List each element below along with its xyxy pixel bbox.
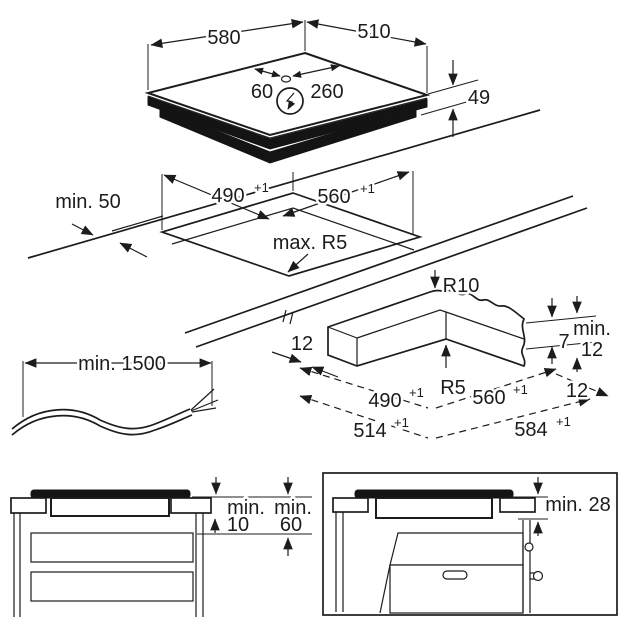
- lightning-icon: [285, 92, 296, 110]
- worktop-edge-line-2: [184, 195, 574, 334]
- hob-width-label: 580: [207, 27, 240, 49]
- cable-line-top: [11, 408, 191, 430]
- corner-cutout-width-label: 490: [368, 390, 401, 412]
- gap-hob-value-label: 10: [227, 514, 249, 536]
- cutout-corner-radius-label: max. R5: [273, 232, 347, 254]
- cutout-width-label: 490: [211, 185, 244, 207]
- dim-line-cutout-560: [282, 171, 410, 217]
- cutout-depth-label: 560: [317, 186, 350, 208]
- cable-line-bottom: [11, 414, 193, 436]
- hob-body-section-2: [375, 497, 493, 519]
- inner-radius-label: R5: [440, 377, 466, 399]
- counter-right-section: [170, 497, 212, 514]
- cable-wire-2: [190, 399, 219, 412]
- front-clearance-arrow-2: [119, 242, 148, 258]
- oven-installation-view: min. 28: [322, 472, 618, 616]
- frame-width-tol: +1: [394, 415, 409, 430]
- hob-glass-section-2: [354, 489, 514, 499]
- oven-left-edge: [379, 564, 391, 614]
- clearance-word-label: min.: [573, 318, 611, 340]
- overlap-right-label: 12: [566, 380, 588, 402]
- corner-cutout-width-tol: +1: [409, 385, 424, 400]
- worktop-edge-line-3: [195, 207, 588, 348]
- dash-dim-490: [299, 366, 429, 409]
- corner-cutout-depth-tol: +1: [513, 382, 528, 397]
- oven-clearance-label: min. 28: [545, 494, 611, 516]
- frame-depth-tol: +1: [556, 414, 571, 429]
- counter-left-section-2: [332, 497, 369, 513]
- dash-dim-560: [435, 367, 557, 409]
- drawer-installation-view: min. 10 min. 60: [10, 477, 314, 617]
- dim-line-cutout-490: [163, 174, 270, 220]
- frame-corner-piece: [327, 289, 526, 368]
- counter-right-section-2: [499, 497, 536, 513]
- worktop-cutout-view: 490 +1 560 +1 max. R5 min. 50: [53, 171, 423, 277]
- overlap-left-arrow-2: [311, 366, 339, 378]
- ref-line-body-bottom: [420, 96, 485, 116]
- conn-offset-a-label: 60: [251, 81, 273, 103]
- cutout-width-tolerance: +1: [254, 180, 269, 195]
- gap-hob-word-label: min.: [227, 497, 265, 519]
- drawer-front-2: [30, 571, 194, 602]
- mains-cable-view: min. 1500: [11, 351, 219, 436]
- edge-thickness-label: 7: [558, 331, 569, 353]
- oven-handle: [442, 570, 468, 580]
- hob-glass-edge-line: [147, 95, 428, 139]
- dash-dim-584: [435, 397, 591, 439]
- clearance-value-label: 12: [581, 339, 603, 361]
- hob-body-section: [50, 497, 170, 517]
- frame-front-top-edge: [356, 309, 525, 340]
- dash-dim-12-right: [555, 373, 609, 397]
- corner-radius-arrow: [287, 253, 309, 273]
- hob-isometric-view: 60 260 580 510 49: [144, 18, 493, 164]
- frame-width-label: 514: [353, 420, 386, 442]
- mains-connection-point: [280, 75, 292, 83]
- worktop-inner-edge-line: [111, 215, 164, 232]
- cutout-depth-tolerance: +1: [360, 181, 375, 196]
- frame-corner-detail: R10 R5 12 7 min. 12 490 +1 560 +1 514 +1…: [271, 270, 613, 445]
- overlap-left-arrow-1: [271, 351, 302, 363]
- outer-radius-label: R10: [443, 275, 480, 297]
- hob-glass-section: [30, 489, 191, 499]
- gap-counter-value-label: 60: [280, 514, 302, 536]
- dim-line-260: [292, 64, 340, 78]
- front-clearance-label: min. 50: [55, 191, 121, 213]
- dash-dim-514: [299, 394, 429, 439]
- hob-body-side: [159, 107, 417, 164]
- oven-top-face: [389, 532, 524, 566]
- cable-wire-3: [191, 407, 217, 413]
- ref-line-edge-bottom: [525, 341, 597, 350]
- ref-line-edge-top: [525, 315, 597, 324]
- frame-end-top-edge: [327, 326, 358, 339]
- frame-depth-label: 584: [514, 419, 547, 441]
- overlap-left-label: 12: [291, 333, 313, 355]
- dim-line-60: [254, 67, 281, 78]
- front-clearance-arrow-1: [71, 223, 94, 236]
- gap-counter-word-label: min.: [274, 497, 312, 519]
- hob-height-label: 49: [468, 87, 490, 109]
- hob-depth-label: 510: [357, 21, 390, 43]
- dim-line-580: [150, 18, 304, 49]
- ref-line-glass-top: [427, 79, 479, 95]
- break-tick-2: [289, 311, 294, 325]
- corner-cutout-depth-label: 560: [472, 387, 505, 409]
- oven-hinge: [524, 542, 534, 552]
- conn-offset-b-label: 260: [310, 81, 343, 103]
- hob-glass-side: [147, 96, 428, 150]
- cable-wire-1: [190, 388, 215, 411]
- oven-knob: [532, 570, 544, 582]
- break-tick-1: [282, 309, 287, 323]
- counter-left-section: [10, 497, 47, 514]
- drawer-front-1: [30, 532, 194, 563]
- cable-length-label: min. 1500: [78, 353, 166, 375]
- dim-line-510: [306, 19, 427, 47]
